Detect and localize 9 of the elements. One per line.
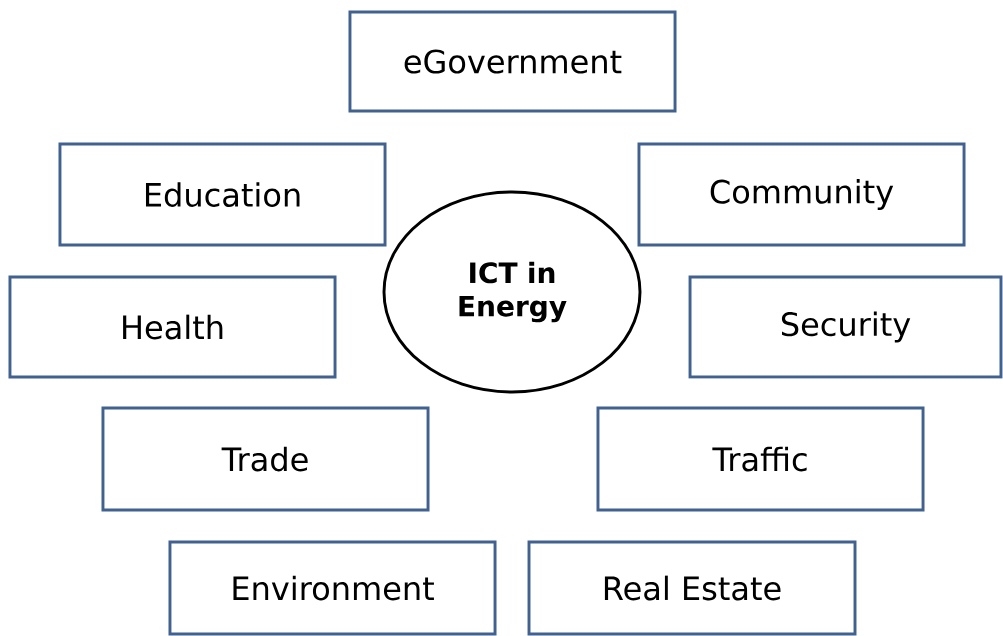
- topic-box: Security: [688, 275, 1003, 379]
- topic-box: eGovernment: [348, 10, 677, 113]
- topic-box: Education: [58, 142, 387, 247]
- topic-box: Traffic: [596, 406, 925, 512]
- topic-box: Environment: [168, 540, 497, 636]
- topic-box: Health: [8, 275, 337, 379]
- topic-box: Real Estate: [527, 540, 857, 636]
- topic-box: Trade: [101, 406, 430, 512]
- topic-box: Community: [637, 142, 966, 247]
